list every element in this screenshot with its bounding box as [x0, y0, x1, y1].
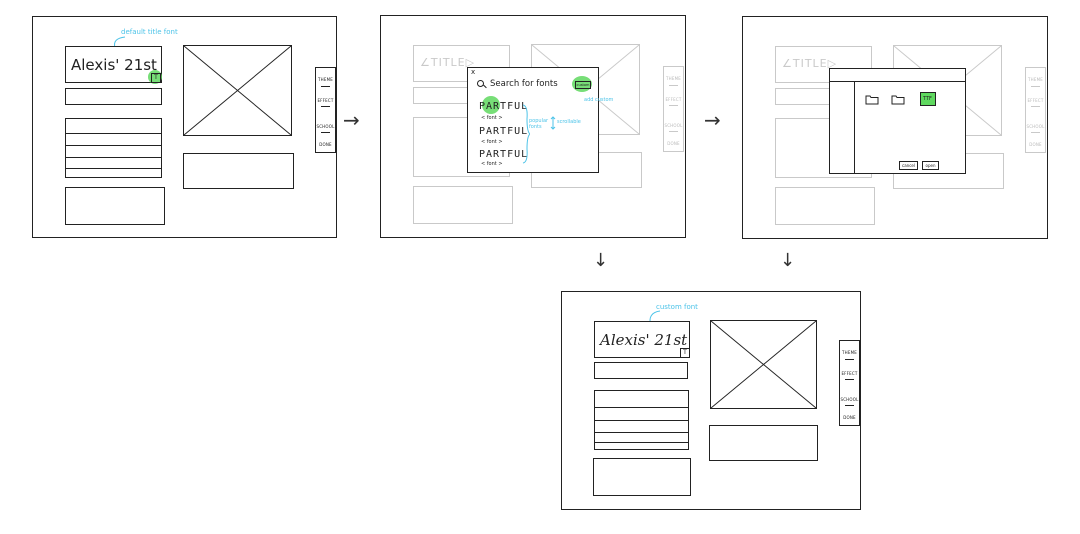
nav-item-effect: EFFECT — [1027, 98, 1044, 103]
list-rule-3 — [65, 157, 162, 158]
font-icon-button[interactable]: T — [680, 348, 690, 358]
side-nav: THEME EFFECT SCHOOL DONE — [839, 340, 860, 426]
nav-item-theme[interactable]: THEME — [318, 77, 333, 82]
list-block — [65, 118, 162, 178]
nav-item-school: SCHOOL — [1026, 124, 1045, 129]
search-input[interactable]: Search for fonts — [490, 79, 558, 89]
list-rule-1 — [65, 133, 162, 134]
nav-divider — [320, 132, 331, 133]
annotation-popular-fonts: popular fonts — [529, 118, 549, 130]
wireframe-panel-font-search: ∠TITLE▷ THEME EFFECT SCHOOL DONE x Searc… — [380, 15, 686, 238]
nav-divider — [668, 85, 679, 86]
folder-icon[interactable] — [891, 94, 905, 105]
title-text-custom: Alexis' 21st — [600, 331, 688, 349]
nav-item-done: DONE — [1029, 142, 1042, 147]
nav-item-done[interactable]: DONE — [843, 415, 856, 420]
arrow-down-2: ↓ — [780, 250, 796, 271]
nav-divider — [1030, 86, 1041, 87]
annotation-custom-font: custom font — [656, 303, 698, 311]
font-option-name[interactable]: PARTFUL — [479, 126, 529, 137]
text-field[interactable] — [65, 88, 162, 105]
nav-divider — [320, 106, 331, 107]
wireframe-panel-custom-font: custom font Alexis' 21st T THEME EFFECT … — [561, 291, 861, 510]
wireframe-panel-file-picker: ∠TITLE▷ THEME EFFECT SCHOOL DONE TTF can… — [742, 16, 1048, 239]
scroll-arrow-icon — [550, 116, 556, 130]
caption-block — [709, 425, 818, 461]
title-box[interactable]: Alexis' 21st T — [65, 46, 162, 84]
list-rule-2 — [65, 145, 162, 146]
font-option-tag: < font > — [481, 115, 503, 121]
nav-item-theme: THEME — [1028, 77, 1043, 82]
nav-divider — [844, 359, 855, 360]
title-text: Alexis' 21st — [71, 56, 157, 74]
side-nav: THEME EFFECT SCHOOL DONE — [315, 67, 336, 153]
nav-divider — [320, 86, 331, 87]
font-icon-button[interactable]: T — [151, 73, 161, 83]
folder-icon[interactable] — [865, 94, 879, 105]
nav-divider — [844, 405, 855, 406]
arrow-right-2: → — [704, 108, 721, 132]
bottom-block — [593, 458, 691, 496]
nav-item-school[interactable]: SCHOOL — [316, 124, 335, 129]
nav-item-effect[interactable]: EFFECT — [841, 371, 858, 376]
nav-divider — [668, 105, 679, 106]
side-nav-bg: THEME EFFECT SCHOOL DONE — [663, 66, 684, 152]
annotation-default-font: default title font — [121, 28, 178, 36]
title-placeholder: ∠TITLE▷ — [420, 56, 476, 69]
wireframe-panel-default: default title font Alexis' 21st T THEME … — [32, 16, 337, 238]
search-icon — [477, 80, 484, 87]
font-option-tag: < font > — [481, 139, 503, 145]
side-nav-bg: THEME EFFECT SCHOOL DONE — [1025, 67, 1046, 153]
nav-divider — [668, 131, 679, 132]
annotation-add-custom: add custom — [584, 97, 614, 103]
search-icon-handle — [483, 84, 487, 89]
list-rule-4 — [65, 168, 162, 169]
nav-item-school: SCHOOL — [664, 123, 683, 128]
arrow-down-1: ↓ — [593, 250, 609, 271]
title-placeholder: ∠TITLE▷ — [782, 57, 838, 70]
ttf-file-label: TTF — [923, 96, 932, 102]
nav-item-theme[interactable]: THEME — [842, 350, 857, 355]
file-picker-sidebar — [854, 81, 855, 174]
font-option-name[interactable]: PARTFUL — [479, 101, 529, 112]
cancel-button[interactable]: cancel — [899, 161, 918, 170]
nav-item-school[interactable]: SCHOOL — [840, 397, 859, 402]
image-placeholder — [710, 320, 817, 409]
font-option-tag: < font > — [481, 161, 503, 167]
file-picker-header — [830, 69, 965, 82]
list-rule-3 — [594, 432, 689, 433]
list-rule-2 — [594, 420, 689, 421]
bottom-block-bg — [775, 187, 875, 225]
font-select-highlight — [482, 96, 500, 114]
file-picker-modal: TTF cancel open — [829, 68, 966, 174]
nav-item-effect: EFFECT — [665, 97, 682, 102]
nav-divider — [1030, 132, 1041, 133]
close-icon[interactable]: x — [471, 68, 476, 76]
caption-block — [183, 153, 294, 189]
bottom-block — [65, 187, 165, 225]
nav-item-done: DONE — [667, 141, 680, 146]
popular-brace — [522, 104, 530, 164]
open-button[interactable]: open — [922, 161, 939, 170]
list-rule-4 — [594, 442, 689, 443]
nav-item-effect[interactable]: EFFECT — [317, 98, 334, 103]
title-box-bg: ∠TITLE▷ — [413, 45, 510, 82]
title-box-bg: ∠TITLE▷ — [775, 46, 872, 83]
custom-font-button[interactable]: custom — [575, 81, 591, 89]
nav-item-done[interactable]: DONE — [319, 142, 332, 147]
annotation-scrollable: scrollable — [557, 119, 581, 125]
arrow-right-1: → — [343, 108, 360, 132]
text-field[interactable] — [594, 362, 688, 379]
title-box[interactable]: Alexis' 21st T — [594, 321, 690, 358]
nav-divider — [844, 379, 855, 380]
nav-item-theme: THEME — [666, 76, 681, 81]
font-search-modal: x Search for fonts custom PARTFUL < font… — [467, 67, 613, 173]
ttf-file-icon[interactable]: TTF — [920, 92, 936, 106]
font-option-name[interactable]: PARTFUL — [479, 149, 529, 160]
bottom-block-bg — [413, 186, 513, 224]
nav-divider — [1030, 106, 1041, 107]
image-placeholder — [183, 45, 292, 136]
list-rule-1 — [594, 407, 689, 408]
